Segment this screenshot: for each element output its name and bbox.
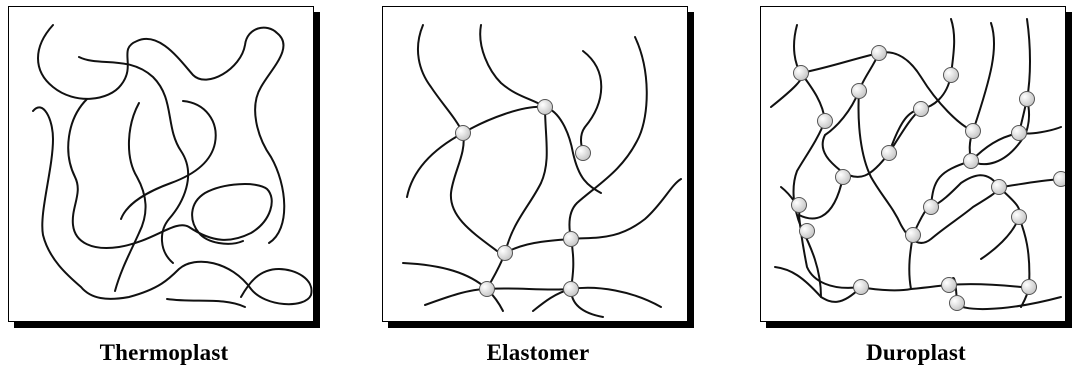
crosslink-node <box>1054 172 1066 187</box>
elastomer-caption: Elastomer <box>382 340 694 366</box>
crosslink-node <box>538 100 553 115</box>
crosslink-node <box>456 126 471 141</box>
crosslink-node <box>498 246 513 261</box>
polymer-chain <box>970 23 1029 164</box>
polymer-chain <box>571 239 603 317</box>
crosslink-node <box>564 232 579 247</box>
crosslink-node <box>854 280 869 295</box>
polymer-chain <box>861 284 1021 290</box>
elastomer-chains <box>383 7 687 321</box>
polymer-chain <box>407 107 601 197</box>
thermoplast-diagram <box>8 6 314 322</box>
thermoplast-caption: Thermoplast <box>8 340 320 366</box>
polymer-chain <box>121 101 216 219</box>
crosslink-node <box>914 102 929 117</box>
crosslink-node <box>480 282 495 297</box>
crosslink-node <box>1020 92 1035 107</box>
polymer-chain <box>949 278 1061 309</box>
elastomer-panel: Elastomer <box>382 6 694 328</box>
elastomer-diagram <box>382 6 688 322</box>
crosslink-node <box>1022 280 1037 295</box>
polymer-chain <box>480 25 545 107</box>
crosslink-node <box>964 154 979 169</box>
crosslink-node <box>906 228 921 243</box>
polymer-chain <box>889 19 954 153</box>
polymer-chain <box>823 53 921 177</box>
thermoplast-panel: Thermoplast <box>8 6 320 328</box>
duroplast-panel: Duroplast <box>760 6 1072 328</box>
crosslink-node <box>800 224 815 239</box>
crosslink-node <box>836 170 851 185</box>
polymer-chain <box>167 299 245 307</box>
crosslink-node <box>1012 210 1027 225</box>
thermoplast-chains <box>9 7 313 321</box>
polymer-chain <box>1019 19 1061 134</box>
duroplast-diagram <box>760 6 1066 322</box>
crosslink-node <box>818 114 833 129</box>
crosslink-node <box>792 198 807 213</box>
polymer-chain <box>533 288 661 311</box>
crosslink-node <box>950 296 965 311</box>
crosslink-node <box>882 146 897 161</box>
crosslink-node <box>966 124 981 139</box>
polymer-chain <box>931 133 1019 207</box>
crosslink-node <box>944 68 959 83</box>
crosslink-node <box>794 66 809 81</box>
crosslink-node <box>564 282 579 297</box>
crosslink-node <box>1012 126 1027 141</box>
crosslink-node <box>576 146 591 161</box>
crosslink-node <box>872 46 887 61</box>
crosslink-node <box>924 200 939 215</box>
polymer-chain <box>771 52 973 131</box>
crosslink-node <box>992 180 1007 195</box>
crosslink-node <box>942 278 957 293</box>
duroplast-chains <box>761 7 1065 321</box>
crosslink-node <box>852 84 867 99</box>
polymer-chain <box>79 57 188 263</box>
duroplast-caption: Duroplast <box>760 340 1072 366</box>
polymer-chain <box>487 107 547 289</box>
polymer-chain <box>581 51 601 153</box>
